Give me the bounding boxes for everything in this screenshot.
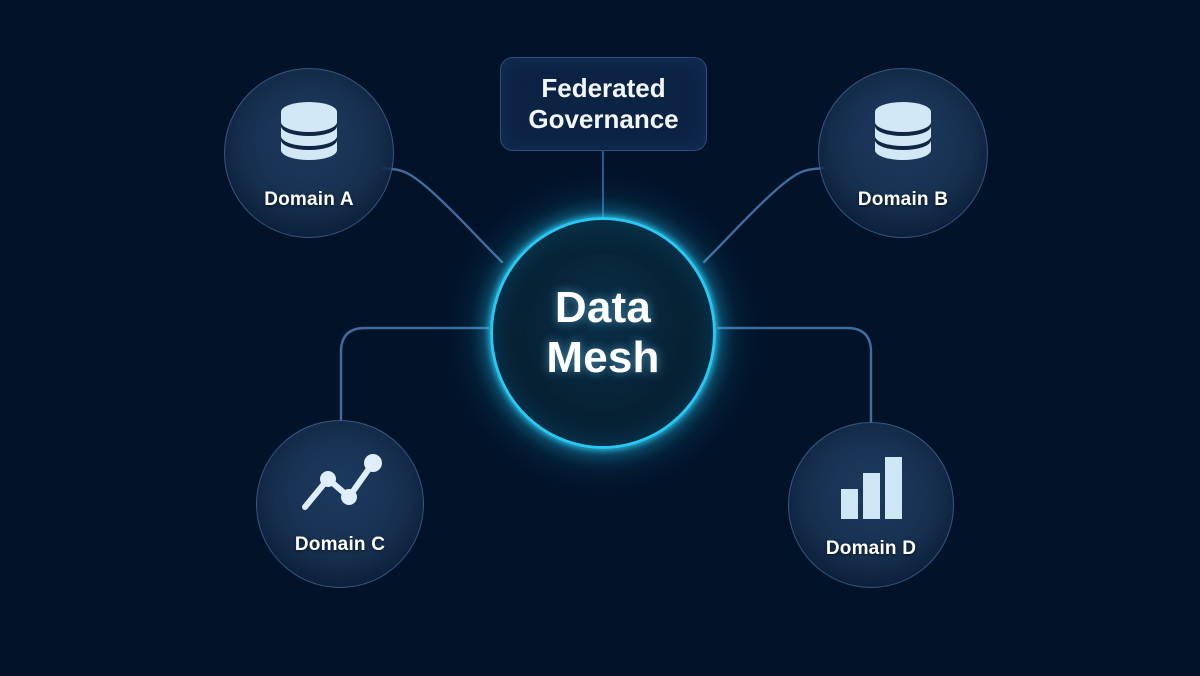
governance-line-1: Federated [541,72,666,103]
wire-hub-to-domain-a [380,166,504,264]
database-icon [275,96,343,177]
governance-label: Federated Governance [528,73,678,135]
data-mesh-hub[interactable]: Data Mesh [490,217,716,449]
hub-line-1: Data [554,282,652,332]
domain-node-a[interactable]: Domain A [224,68,394,238]
hub-line-2: Mesh [546,333,660,382]
wire-hub-to-domain-c [339,326,490,426]
governance-line-2: Governance [528,104,679,134]
wire-hub-to-domain-d [716,326,873,428]
domain-b-label: Domain B [857,188,949,210]
domain-node-d[interactable]: Domain D [788,422,954,588]
bar-chart-icon [835,451,907,526]
line-chart-icon [297,453,383,520]
domain-node-b[interactable]: Domain B [818,68,988,238]
wire-hub-to-domain-b [702,166,826,264]
domain-d-label: Domain D [825,537,917,559]
domain-node-c[interactable]: Domain C [256,420,424,588]
federated-governance-box[interactable]: Federated Governance [500,57,707,151]
domain-a-label: Domain A [264,188,354,210]
hub-label: Data Mesh [546,283,659,383]
database-icon [869,96,937,177]
domain-c-label: Domain C [294,533,386,555]
